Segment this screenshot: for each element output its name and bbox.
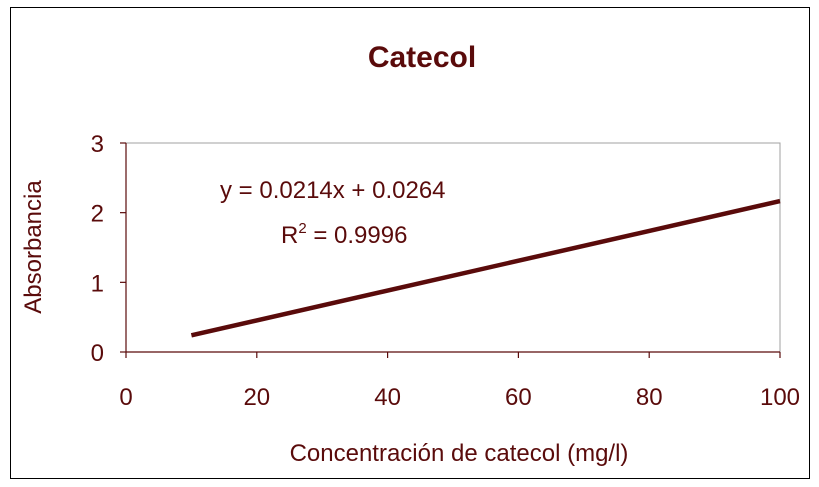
- x-tick-label: 0: [119, 384, 132, 411]
- equation-label: y = 0.0214x + 0.0264: [220, 177, 446, 204]
- chart-frame: [10, 7, 810, 479]
- x-axis-label: Concentración de catecol (mg/l): [290, 440, 629, 467]
- plot-area: [125, 142, 781, 353]
- y-tick-label: 3: [91, 131, 104, 158]
- chart-title: Catecol: [368, 41, 476, 74]
- axes: [120, 142, 781, 358]
- x-tick-labels: 0 20 40 60 80 100: [119, 384, 800, 411]
- x-tick-label: 40: [374, 384, 401, 411]
- r-squared-label: R2 = 0.9996: [281, 220, 407, 249]
- y-tick-labels: 0 1 2 3: [91, 131, 104, 367]
- x-tick-label: 60: [505, 384, 532, 411]
- x-tick-label: 100: [760, 384, 800, 411]
- r-squared-exponent: 2: [298, 220, 306, 237]
- y-tick-label: 1: [91, 270, 104, 297]
- series-group: [190, 198, 781, 338]
- r-squared-base: R: [281, 222, 298, 249]
- r-squared-value: = 0.9996: [307, 222, 408, 249]
- series-line: [190, 198, 781, 338]
- x-tick-label: 20: [243, 384, 270, 411]
- x-tick-label: 80: [636, 384, 663, 411]
- y-tick-label: 2: [91, 201, 104, 228]
- y-tick-label: 0: [91, 340, 104, 367]
- y-axis-label: Absorbancia: [20, 180, 47, 314]
